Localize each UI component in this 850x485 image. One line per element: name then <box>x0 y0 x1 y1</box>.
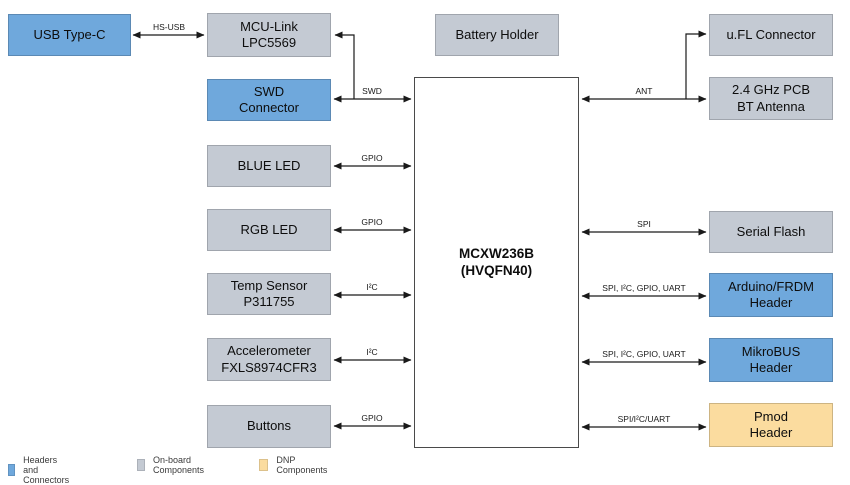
legend-swatch-dnp-components <box>259 459 269 471</box>
edge-label-gpio-buttons: GPIO <box>361 413 383 423</box>
legend-swatch-headers-connectors <box>8 464 16 476</box>
node-accelerometer-label: Accelerometer FXLS8974CFR3 <box>221 343 317 375</box>
legend-item-onboard-components: On-board Components <box>137 455 208 475</box>
edge-label-spi: SPI <box>637 219 651 229</box>
node-battery-holder-label: Battery Holder <box>455 26 539 42</box>
edge-label-hs-usb: HS-USB <box>152 22 186 32</box>
node-blue-led: BLUE LED <box>207 145 331 187</box>
legend-swatch-onboard-components <box>137 459 146 471</box>
edge-label-pmod: SPI/I²C/UART <box>617 414 671 424</box>
node-arduino-header: Arduino/FRDM Header <box>709 273 833 317</box>
edge-label-gpio-blue-led: GPIO <box>361 153 383 163</box>
legend-label-dnp-components: DNP Components <box>276 455 328 475</box>
node-blue-led-label: BLUE LED <box>237 157 301 173</box>
node-swd-connector-label: SWD Connector <box>239 83 299 115</box>
edge-label-gpio-rgb-led: GPIO <box>361 217 383 227</box>
edge-label-i2c-temp-sensor: I²C <box>366 282 378 292</box>
node-mcxw236b-chip-label: MCXW236B (HVQFN40) <box>458 245 534 278</box>
edge-label-swd: SWD <box>362 86 382 96</box>
edge-label-i2c-accelerometer: I²C <box>366 347 378 357</box>
edge-swd-to-mcu-link-line <box>334 31 355 99</box>
node-temp-sensor: Temp Sensor P311755 <box>207 273 331 315</box>
edge-ant-to-ufl-line <box>685 30 707 99</box>
edge-label-ant: ANT <box>635 86 653 96</box>
edge-label-arduino: SPI, I²C, GPIO, UART <box>602 283 686 293</box>
node-temp-sensor-label: Temp Sensor P311755 <box>230 277 308 309</box>
edge-label-mikrobus: SPI, I²C, GPIO, UART <box>602 349 686 359</box>
node-mikrobus-header: MikroBUS Header <box>709 338 833 382</box>
legend-item-dnp-components: DNP Components <box>259 455 330 475</box>
node-bt-antenna-label: 2.4 GHz PCB BT Antenna <box>731 82 811 114</box>
legend-label-headers-connectors: Headers and Connectors <box>23 455 70 485</box>
node-arduino-header-label: Arduino/FRDM Header <box>728 278 814 310</box>
node-serial-flash-label: Serial Flash <box>736 223 806 239</box>
node-usb-type-c-label: USB Type-C <box>33 26 106 42</box>
node-buttons-label: Buttons <box>246 418 292 434</box>
node-mcu-link: MCU-Link LPC5569 <box>207 13 331 57</box>
node-swd-connector: SWD Connector <box>207 79 331 121</box>
node-ufl-connector-label: u.FL Connector <box>726 26 816 42</box>
node-battery-holder: Battery Holder <box>435 14 559 56</box>
node-serial-flash: Serial Flash <box>709 211 833 253</box>
node-mcxw236b-chip: MCXW236B (HVQFN40) <box>414 77 579 448</box>
node-pmod-header-label: Pmod Header <box>749 408 793 440</box>
node-rgb-led-label: RGB LED <box>240 221 298 237</box>
node-mcu-link-label: MCU-Link LPC5569 <box>240 18 298 50</box>
legend-label-onboard-components: On-board Components <box>153 455 205 475</box>
node-mikrobus-header-label: MikroBUS Header <box>741 343 801 375</box>
node-bt-antenna: 2.4 GHz PCB BT Antenna <box>709 77 833 120</box>
node-ufl-connector: u.FL Connector <box>709 14 833 56</box>
node-accelerometer: Accelerometer FXLS8974CFR3 <box>207 338 331 381</box>
node-usb-type-c: USB Type-C <box>8 14 131 56</box>
node-pmod-header: Pmod Header <box>709 403 833 447</box>
node-rgb-led: RGB LED <box>207 209 331 251</box>
legend-item-headers-connectors: Headers and Connectors <box>8 455 74 485</box>
node-buttons: Buttons <box>207 405 331 448</box>
